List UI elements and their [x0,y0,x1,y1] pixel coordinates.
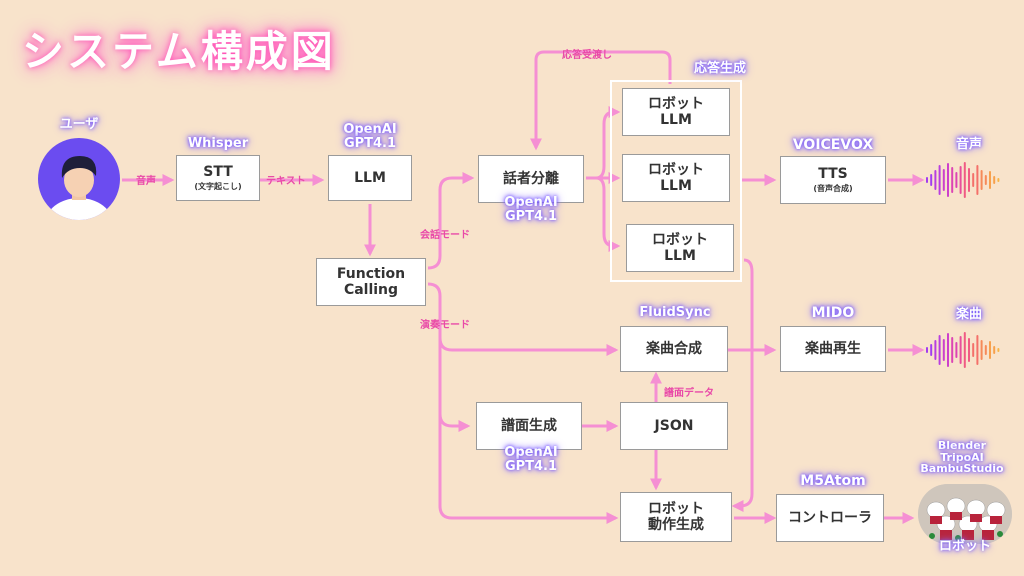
edge-label-outo-uke: 応答受渡し [562,50,612,61]
user-label: ユーザ [59,117,99,132]
stt-title: STT [203,164,233,181]
music-waveform [926,332,1000,368]
tts-box: TTS (音声合成) [780,156,886,204]
speaker-separation-box: 話者分離 [478,155,584,203]
wave-bar [938,165,941,195]
wave-bar [938,335,941,365]
wave-bar [993,346,996,354]
robot-dousa-box: ロボット 動作生成 [620,492,732,542]
robot-group-icon [918,484,1012,544]
music-wave-icon [924,330,1004,374]
wave-bar [947,163,949,197]
gakkyoku-saisei-box: 楽曲再生 [780,326,886,372]
wave-bar [959,166,962,194]
fumen-seisei-box: 譜面生成 [476,402,582,450]
wave-bar [926,347,928,353]
wave-bar [942,339,945,361]
wave-bar [997,348,1000,352]
wave-bar [947,333,949,367]
arrow-loop-outo [530,50,672,151]
speaker-openai-label: OpenAI GPT4.1 [504,195,558,224]
wave-bar [989,171,991,189]
wave-bar [976,165,979,195]
wave-bar [989,341,991,359]
wave-bar [926,177,928,183]
edge-label-kaiwa-mode: 会話モード [420,230,470,241]
wave-bar [968,168,970,192]
page-title: システム構成図 [22,27,336,76]
llm-box: LLM [328,155,412,201]
whisper-label: Whisper [187,136,249,151]
user-avatar [38,138,120,220]
wave-bar [930,174,933,186]
arrow-function-dousa [438,414,619,524]
response-generation-group [610,80,742,282]
voicevox-label: VOICEVOX [792,137,874,153]
wave-bar [972,343,975,357]
wave-bar [984,175,987,185]
audio-waveform [926,162,1000,198]
wave-bar [951,167,954,193]
edge-label-text: テキスト [266,176,306,187]
robot-llm-box-3: ロボット LLM [626,224,734,272]
wave-bar [942,169,945,191]
edge-label-fumen-data: 譜面データ [664,388,714,399]
fluidsync-label: FluidSync [639,305,711,320]
gakkyoku-gousei-box: 楽曲合成 [620,326,728,372]
function-calling-box: Function Calling [316,258,426,306]
m5atom-label: M5Atom [800,473,866,489]
wave-bar [934,340,937,360]
audio-wave-icon [924,160,1004,204]
mido-label: MIDO [811,305,855,321]
wave-bar [963,332,966,368]
wave-bar [968,338,970,362]
wave-bar [997,178,1000,182]
wave-bar [980,170,983,190]
stt-sub: (文字起こし) [194,182,242,192]
edge-label-onsei: 音声 [136,176,156,187]
stt-box: STT (文字起こし) [176,155,260,201]
llm-openai-label: OpenAI GPT4.1 [343,122,397,151]
edge-label-ensou-mode: 演奏モード [420,320,470,331]
wave-bar [993,176,996,184]
wave-bar [955,172,958,188]
tools-label: Blender TripoAI BambuStudio [920,439,1004,476]
person-icon [45,156,113,220]
robot-llm-box-1: ロボット LLM [622,88,730,136]
response-generation-label: 応答生成 [693,61,746,76]
robot-photo [918,484,1012,544]
wave-bar [951,337,954,363]
wave-bar [976,335,979,365]
wave-bar [984,345,987,355]
wave-bar [955,342,958,358]
wave-bar [930,344,933,356]
music-out-label: 楽曲 [955,307,982,322]
wave-bar [972,173,975,187]
wave-bar [934,170,937,190]
fumen-openai-label: OpenAI GPT4.1 [504,445,558,474]
wave-bar [963,162,966,198]
robot-label: ロボット [938,539,991,554]
controller-box: コントローラ [776,494,884,542]
arrow-robot3-dousa [731,258,754,512]
audio-out-label: 音声 [955,137,982,152]
json-box: JSON [620,402,728,450]
arrow-function-speaker [427,172,475,270]
wave-bar [959,336,962,364]
robot-llm-box-2: ロボット LLM [622,154,730,202]
wave-bar [980,340,983,360]
